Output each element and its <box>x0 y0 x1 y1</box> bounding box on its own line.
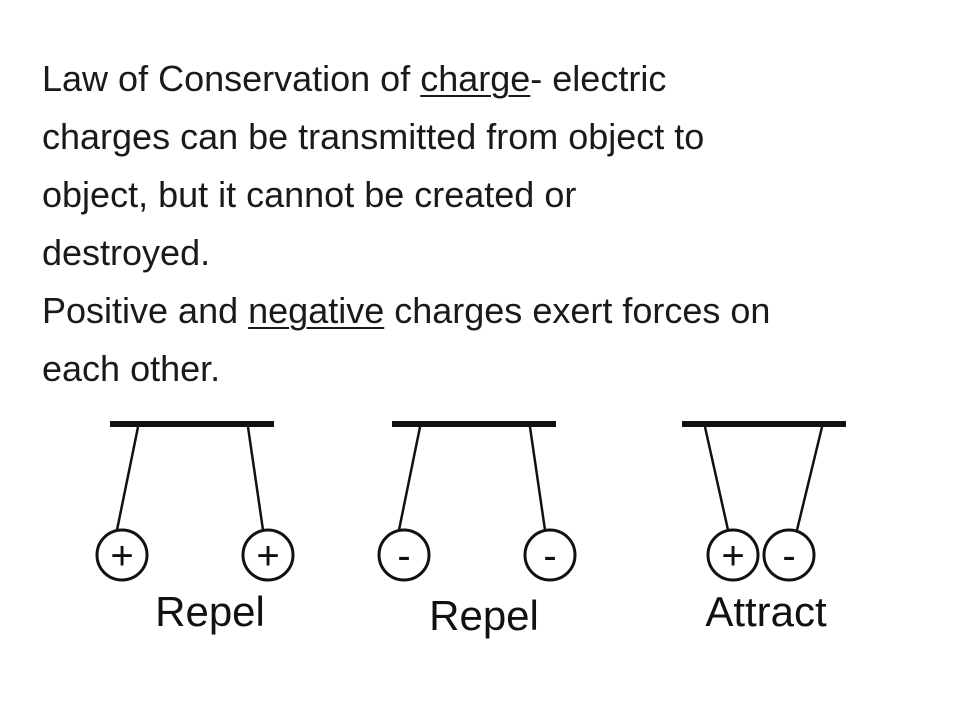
paragraph-1-line-1: Law of Conservation of charge- electric <box>42 50 932 108</box>
term-negative: negative <box>248 290 385 331</box>
diagram-label: Attract <box>705 588 827 635</box>
thread-left <box>703 426 730 531</box>
diagram-attract: + - Attract <box>682 421 846 635</box>
diagram-repel-positive: + + Repel <box>95 421 295 635</box>
paragraph-1-line-2: charges can be transmitted from object t… <box>42 116 705 157</box>
thread-right <box>246 426 265 531</box>
charge-ball-left <box>95 528 149 582</box>
charge-ball-left <box>706 528 760 582</box>
charge-sign-right: - <box>782 534 795 578</box>
charge-ball-left <box>377 528 431 582</box>
paragraph-2-line-2: each other. <box>42 348 221 389</box>
diagram-label: Repel <box>155 588 265 635</box>
paragraph-1-text: Law of Conservation of <box>42 58 421 99</box>
thread-right <box>528 426 547 531</box>
charge-sign-right: + <box>256 534 279 578</box>
diagram-label: Repel <box>429 592 539 639</box>
charge-sign-left: - <box>397 534 410 578</box>
paragraph-1-text-continued: - electric <box>530 58 667 99</box>
charge-sign-right: - <box>543 534 556 578</box>
text-block: Law of Conservation of charge- electric … <box>42 50 932 398</box>
term-charge: charge <box>420 58 531 99</box>
charge-sign-left: + <box>721 534 744 578</box>
paragraph-1-line-4: destroyed. <box>42 232 211 273</box>
paragraph-2-text: Positive and <box>42 290 249 331</box>
charge-sign-left: + <box>110 534 133 578</box>
charge-ball-right <box>241 528 295 582</box>
paragraph-1-line-3: object, but it cannot be created or <box>42 174 577 215</box>
paragraph-2-line-1: Positive and negative charges exert forc… <box>42 282 932 340</box>
diagram-repel-negative: - - Repel <box>377 421 577 639</box>
charge-ball-right <box>523 528 577 582</box>
charge-ball-right <box>762 528 816 582</box>
thread-left <box>397 426 422 531</box>
paragraph-2-text-continued: charges exert forces on <box>384 290 771 331</box>
thread-left <box>115 426 140 531</box>
thread-right <box>795 426 824 531</box>
